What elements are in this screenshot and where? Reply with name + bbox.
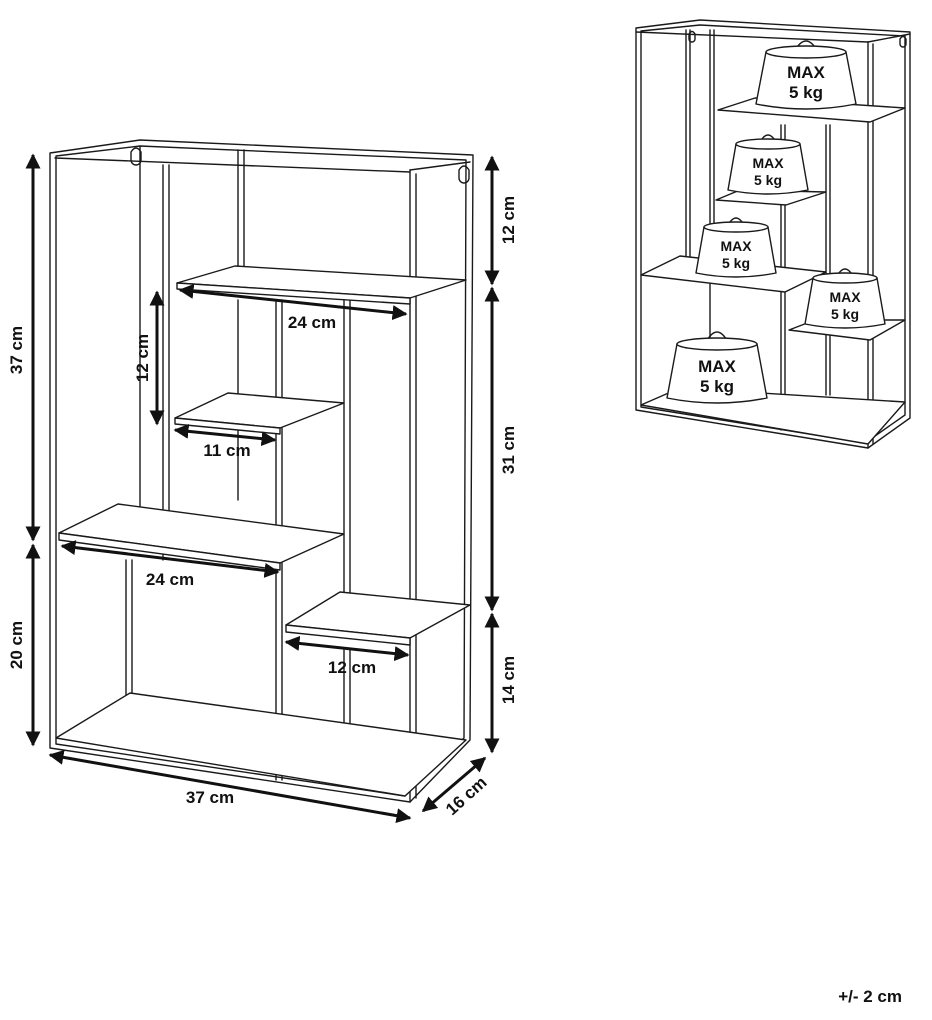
load-outer-frame [635, 19, 911, 449]
shelf-left [58, 503, 345, 571]
weight-label-max: MAX [829, 289, 861, 305]
dim-total-height-label: 37 cm [7, 326, 26, 374]
load-shelf-small [715, 189, 827, 206]
load-capacity-drawing: MAX 5 kg MAX 5 kg MAX 5 kg MAX 5 kg [635, 19, 911, 449]
tolerance-note: +/- 2 cm [838, 987, 902, 1006]
dim-top-gap-label: 12 cm [499, 196, 518, 244]
weight-label-kg: 5 kg [831, 306, 859, 322]
main-shelf-drawing: 37 cm 20 cm 12 cm 31 cm 14 cm 12 cm 24 c… [7, 139, 518, 824]
dim-lower-height-label: 20 cm [7, 621, 26, 669]
dim-shelf-left-width-label: 24 cm [146, 570, 194, 589]
weight-label-kg: 5 kg [789, 83, 823, 102]
weight-label-max: MAX [698, 357, 736, 376]
weight-label-max: MAX [787, 63, 825, 82]
shelf-right [285, 591, 471, 646]
dim-middle-gap-label: 31 cm [499, 426, 518, 474]
keyhole-icon [688, 30, 696, 43]
weight-label-kg: 5 kg [722, 255, 750, 271]
dim-shelf-right-width-label: 12 cm [328, 658, 376, 677]
weight-label-max: MAX [752, 155, 784, 171]
weight-icon: MAX 5 kg [695, 217, 777, 278]
shelf-top [176, 265, 467, 305]
dim-bottom-gap-label: 14 cm [499, 656, 518, 704]
weight-label-kg: 5 kg [754, 172, 782, 188]
dim-shelf-top-width-label: 24 cm [288, 313, 336, 332]
dim-depth-label: 16 cm [442, 773, 491, 819]
weight-icon: MAX 5 kg [804, 268, 886, 329]
keyhole-icon [458, 165, 470, 184]
dimension-arrows [25, 153, 500, 824]
keyhole-icon [899, 35, 907, 48]
shelf-small [174, 392, 345, 435]
keyhole-icon [130, 147, 142, 166]
weight-icon: MAX 5 kg [666, 331, 768, 404]
weight-label-kg: 5 kg [700, 377, 734, 396]
shelf-bottom [55, 692, 467, 797]
dim-shelf-small-width-label: 11 cm [203, 441, 250, 460]
internal-rods [125, 149, 351, 781]
weight-icon: MAX 5 kg [755, 40, 857, 110]
dim-width-label: 37 cm [186, 788, 234, 807]
weight-icon: MAX 5 kg [727, 134, 809, 195]
dim-inner-height-label: 12 cm [133, 334, 152, 382]
weight-label-max: MAX [720, 238, 752, 254]
